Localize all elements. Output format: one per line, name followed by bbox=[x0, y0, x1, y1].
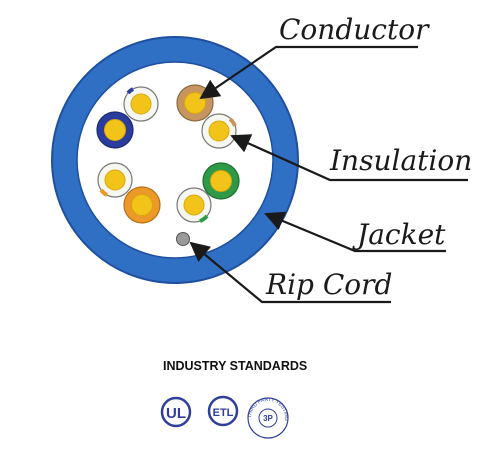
jacket-leader bbox=[264, 211, 446, 253]
conductor-white-green bbox=[176, 187, 212, 223]
ul-listed-icon: UL bbox=[160, 396, 192, 428]
conductor-white-blue bbox=[123, 86, 159, 122]
insulation-label: Insulation bbox=[329, 144, 472, 177]
rip-cord bbox=[176, 232, 190, 246]
jacket-label: Jacket bbox=[352, 218, 446, 251]
rip-cord-label: Rip Cord bbox=[265, 268, 392, 301]
svg-text:ETL: ETL bbox=[213, 407, 234, 419]
insulation-leader bbox=[230, 134, 468, 182]
svg-text:3P: 3P bbox=[263, 414, 273, 423]
conductor-green bbox=[202, 162, 240, 200]
cable-interior bbox=[76, 61, 274, 259]
leader-lines bbox=[189, 45, 468, 304]
conductor-blue bbox=[96, 111, 134, 149]
conductor-orange bbox=[123, 186, 161, 224]
industry-standards-heading: INDUSTRY STANDARDS bbox=[163, 359, 307, 373]
conductor-white-brown bbox=[201, 113, 237, 149]
cable-jacket bbox=[51, 36, 299, 284]
conductor-leader bbox=[199, 45, 418, 100]
conductor-brown bbox=[176, 84, 214, 122]
etl-listed-icon: ETL bbox=[207, 395, 239, 427]
rip-cord-leader bbox=[189, 241, 391, 304]
conductor-white-orange bbox=[97, 162, 133, 198]
conductor-label: Conductor bbox=[279, 13, 430, 46]
conductor-pairs bbox=[96, 84, 240, 246]
third-party-testing-icon: THIRD PARTY TESTING 3P bbox=[247, 397, 289, 439]
svg-text:UL: UL bbox=[166, 405, 186, 422]
